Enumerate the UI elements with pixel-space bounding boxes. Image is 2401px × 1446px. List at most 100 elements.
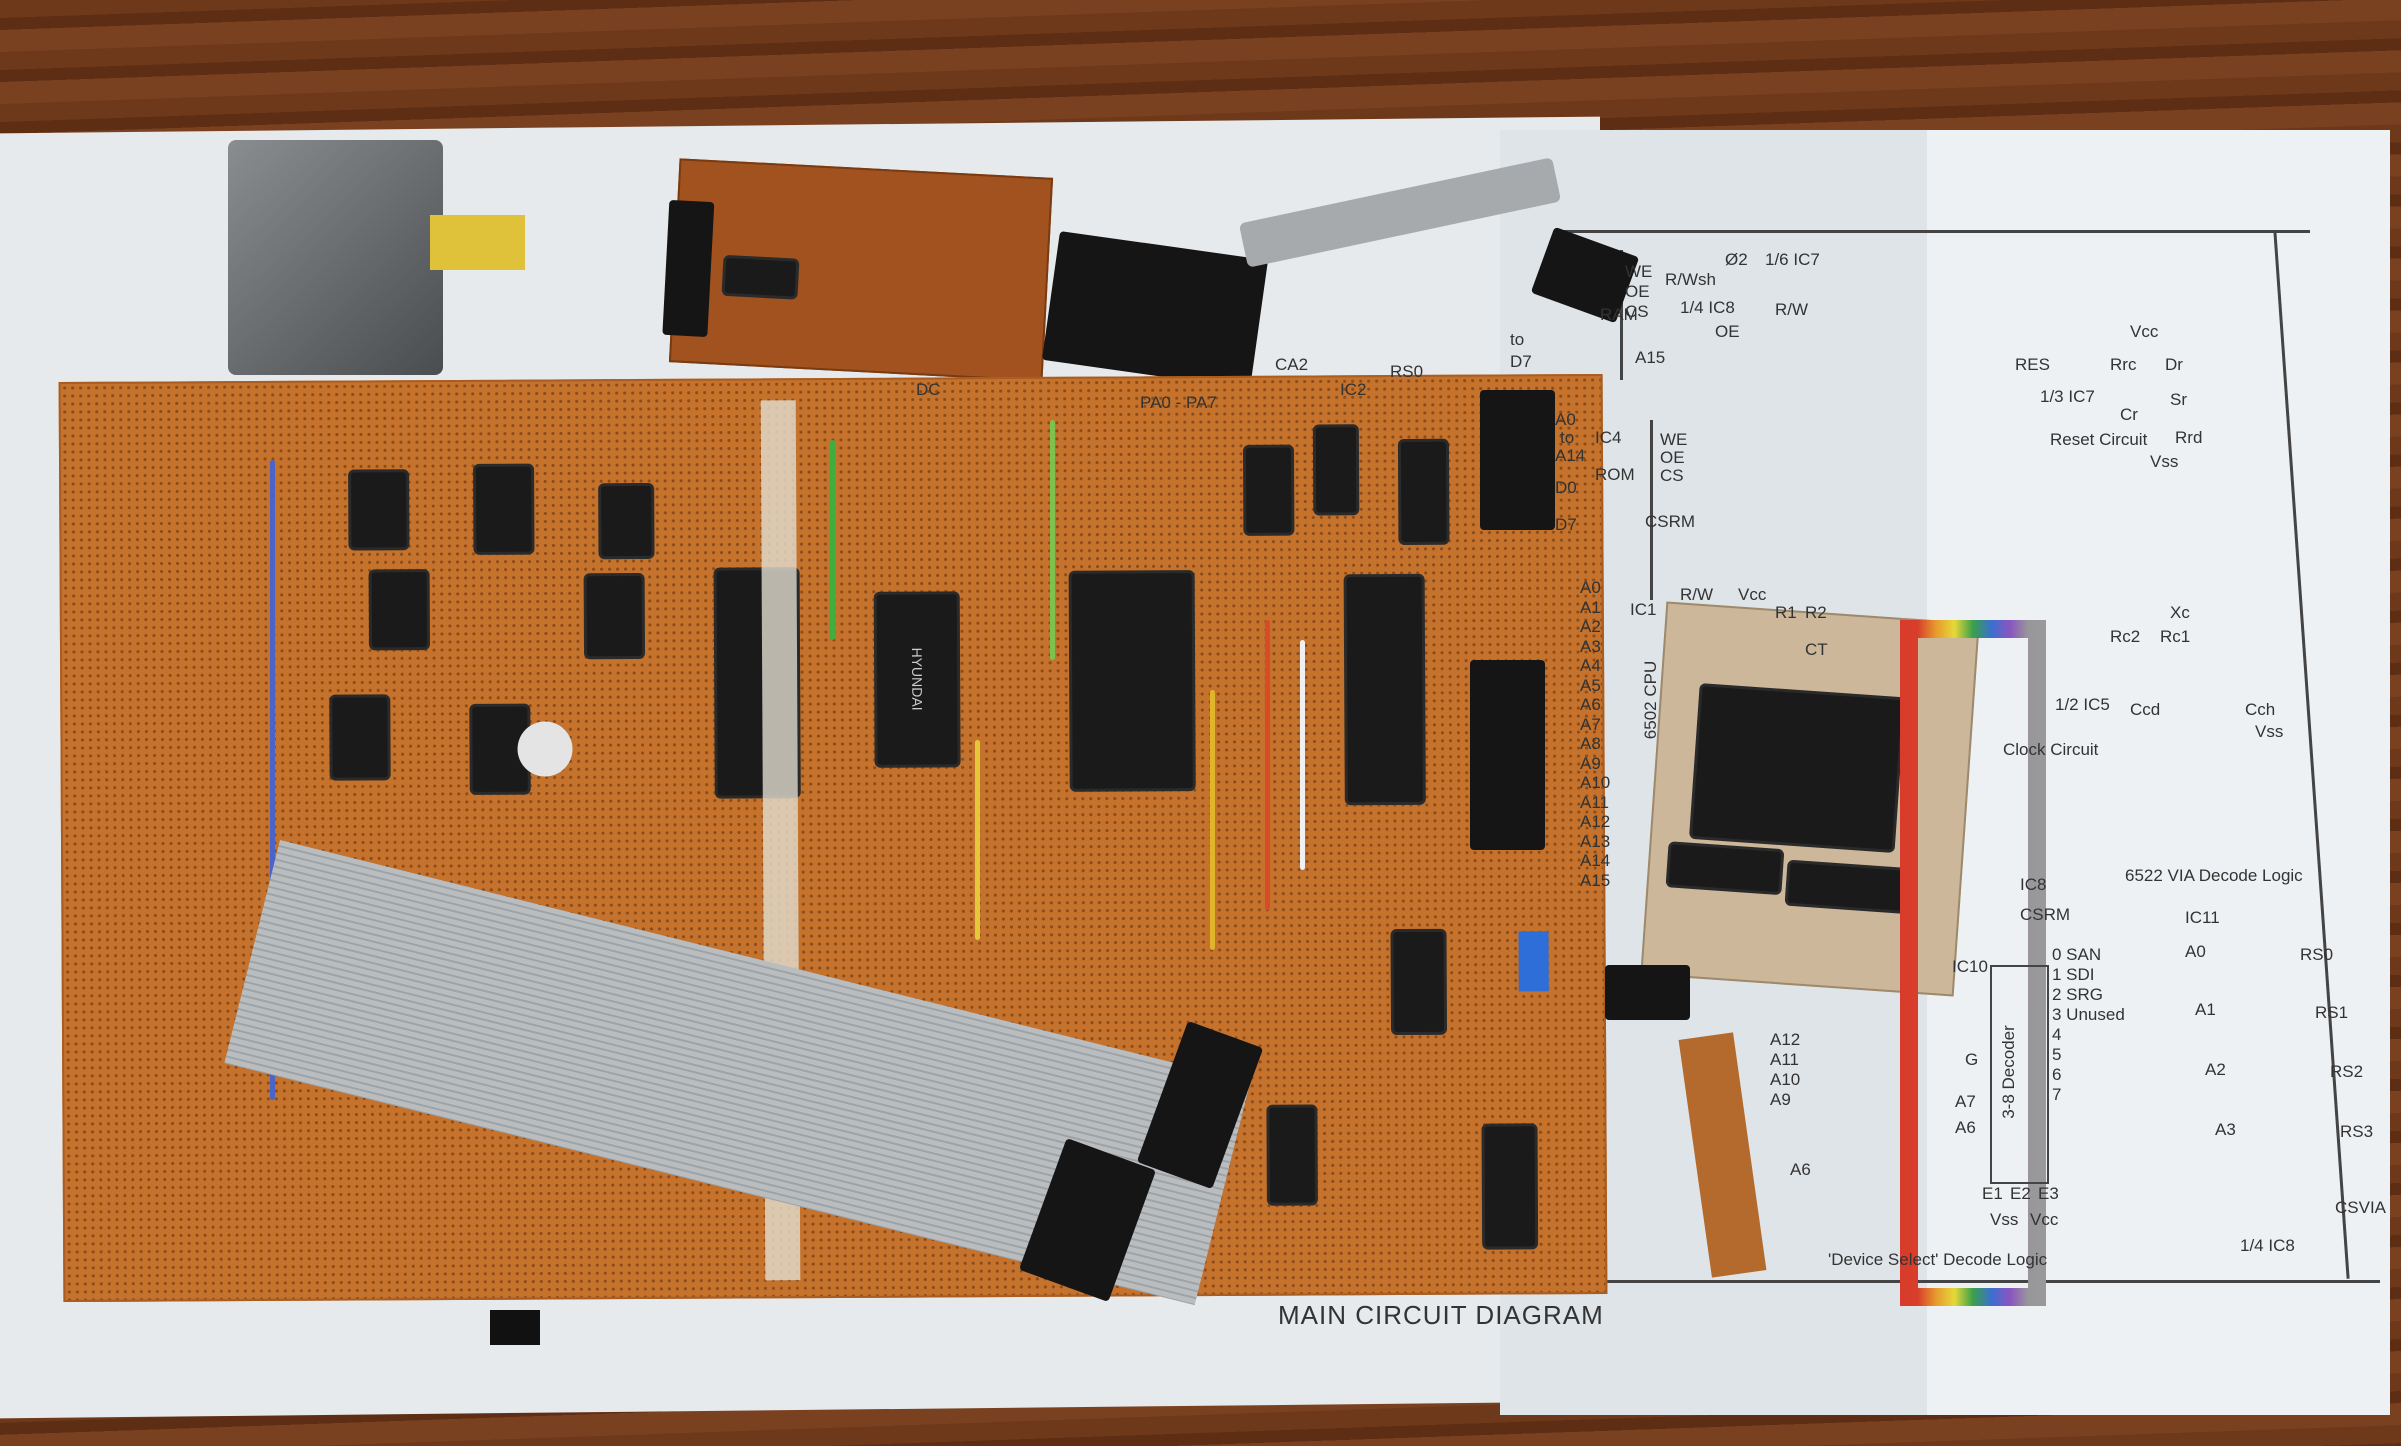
via-rs3: RS3 [2340,1122,2374,1141]
decoder-e3: E3 [2038,1184,2059,1203]
ram-d7: D7 [1510,352,1532,371]
motor-shaft-coupler [430,215,525,270]
cpu-ic: IC1 [1630,600,1657,619]
ic-chip [1484,1126,1536,1247]
jumper-wire [1210,690,1215,950]
decoder-input: A12 [1770,1030,1801,1049]
via-rs1: RS1 [2315,1003,2349,1022]
ram-chip: HYUNDAI [876,594,958,765]
via-a2: A2 [2205,1060,2226,1079]
decoder-output: 6 [2052,1065,2062,1084]
zif-socket [1692,686,1903,850]
cpu-rw: R/W [1680,585,1714,604]
address-pin: A11 [1580,792,1609,812]
ram-oe: OE [1625,282,1650,301]
decoder-input: A11 [1770,1050,1799,1069]
cpu-address-pins: A0 A1 A2 A3 A4 A5 A6 A7 A8 A9 A10 A11 A1… [1580,578,1610,890]
via-csvia: CSVIA [2335,1198,2387,1217]
dip-switch[interactable] [1518,931,1549,992]
address-pin: A6 [1580,695,1601,714]
address-pin: A1 [1580,597,1601,617]
ic-chip [1315,427,1357,513]
ic-chip [1269,1107,1315,1203]
rom-box-edge [1650,420,1653,600]
ic-chip [724,257,797,297]
reset-vcc: Vcc [2130,322,2159,341]
ic-chip [332,697,388,778]
address-pin: A14 [1580,851,1611,870]
via-ic11: IC11 [2185,908,2220,927]
via-ic8: 1/4 IC8 [2240,1236,2295,1255]
rom-we: WE [1660,430,1688,449]
reset-vss: Vss [2150,452,2179,471]
cpu-r2: R2 [1805,603,1827,622]
via-rs2: RS2 [2330,1062,2364,1081]
ram-box-edge [1620,250,1623,380]
address-pin: A7 [1580,714,1601,734]
jumper-wire [1050,420,1055,660]
jumper-wire [830,440,835,640]
decoder-name: 3-8 Decoder [1998,1025,2018,1119]
label-ca2: CA2 [1275,355,1309,374]
connector-plug [1605,965,1690,1020]
jumper-wire [1265,620,1270,910]
reset-ic7: 1/3 IC7 [2040,387,2095,406]
jumper-wire [1300,640,1305,870]
decoder-input: A10 [1770,1070,1801,1089]
stepper-motor [228,140,443,375]
decoder-output: 7 [2052,1085,2062,1104]
decoder-a6: A6 [1955,1118,1976,1137]
clock-ccd: Ccd [2130,700,2161,719]
clock-rc2: Rc2 [2110,627,2141,646]
cpu-vcc: Vcc [1738,585,1767,604]
reset-dr: Dr [2165,355,2183,374]
rainbow-ribbon-cable [1900,620,2046,1306]
decoder-box: IC10 3-8 Decoder [1952,957,2049,1184]
decoder-a6-lower: A6 [1790,1160,1811,1179]
ic-chip [476,466,532,552]
via-rs0: RS0 [2300,945,2334,964]
ram-label: RAM [1600,305,1638,324]
rom-a0: A0 [1555,410,1576,429]
rom-d0: D0 [1555,478,1577,497]
cpu-r1: R1 [1775,603,1797,622]
black-part [490,1310,540,1345]
schematic-line [1560,230,2310,233]
label-pa: PA0 - PA7 [1140,393,1217,412]
address-pin: A13 [1580,831,1611,851]
ic-chip [1400,441,1447,543]
ic-chip [1393,931,1445,1033]
decoder-e1: E1 [1982,1184,2003,1203]
clock-rc1: Rc1 [2160,627,2191,646]
address-pin: A10 [1580,773,1611,792]
decoder-outputs: 0 SAN 1 SDI 2 SRG 3 Unused 4 5 6 7 [2052,945,2125,1105]
label-dc: DC [916,380,941,399]
rom-to: to [1560,428,1575,447]
decoder-input: A9 [1770,1090,1791,1109]
gate-rwsh: R/Wsh [1665,270,1716,289]
clock-xc: Xc [2170,603,2190,622]
ram-cs: CS [1625,302,1649,321]
clock-title: Clock Circuit [2003,740,2099,759]
address-pin: A0 [1580,578,1601,597]
decoder-output: 5 [2052,1045,2062,1064]
address-pin: A3 [1580,636,1601,656]
clock-cch: Cch [2245,700,2276,719]
reset-title: Reset Circuit [2050,430,2148,449]
ram-to: to [1510,330,1525,349]
decoder-output: 4 [2052,1025,2062,1044]
clock-vss: Vss [2255,722,2284,741]
rom-ic: IC4 [1595,428,1622,447]
ic-socket [1787,862,1911,912]
decoder-e2: E2 [2010,1184,2031,1203]
gate-ic8: 1/4 IC8 [1680,298,1735,317]
decoder-inputs: A12 A11 A10 A9 [1770,1030,1800,1110]
rom-cs: CS [1660,466,1684,485]
header-connector [1470,660,1545,850]
cpu-name: 6502 CPU [1641,660,1661,740]
address-pin: A15 [1580,870,1611,890]
gate-rw: R/W [1775,300,1809,319]
buzzer [517,721,573,777]
gate-ic7: 1/6 IC7 [1765,250,1820,269]
zif-socket [1071,573,1193,789]
